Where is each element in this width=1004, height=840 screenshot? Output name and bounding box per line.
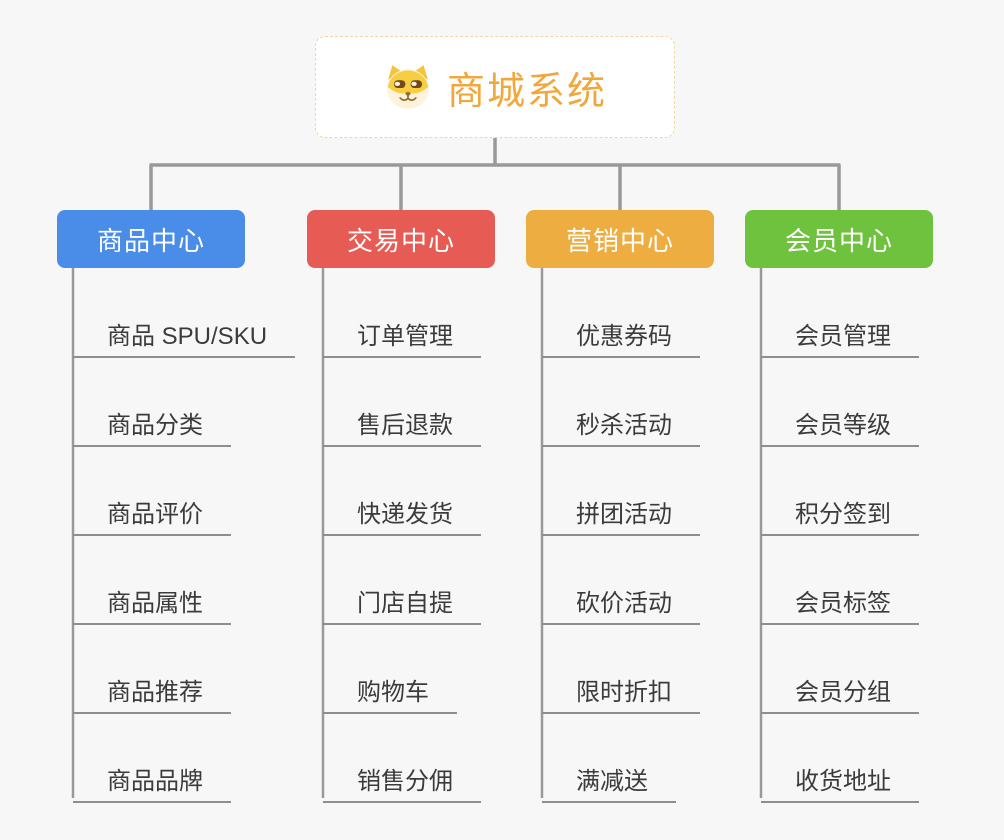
child-item[interactable]: 快递发货 [323,483,481,536]
child-item-label: 积分签到 [795,501,891,528]
child-item-label: 会员标签 [795,590,891,617]
child-item[interactable]: 会员分组 [761,661,919,714]
child-item[interactable]: 砍价活动 [542,572,700,625]
branch-label: 会员中心 [784,225,893,256]
child-item-label: 订单管理 [357,323,453,350]
child-item[interactable]: 售后退款 [323,394,481,447]
child-item[interactable]: 商品推荐 [73,661,231,714]
child-item[interactable]: 秒杀活动 [542,394,700,447]
child-item-label: 销售分佣 [357,768,453,795]
child-item-label: 秒杀活动 [576,412,672,439]
child-item-label: 收货地址 [795,768,891,795]
child-item-label: 会员管理 [795,323,891,350]
child-item[interactable]: 满减送 [542,750,676,803]
child-item-label: 砍价活动 [576,590,672,617]
branch-label: 营销中心 [565,225,674,256]
child-item-label: 满减送 [576,768,648,795]
child-item[interactable]: 门店自提 [323,572,481,625]
child-item[interactable]: 会员等级 [761,394,919,447]
child-item[interactable]: 购物车 [323,661,457,714]
child-item[interactable]: 收货地址 [761,750,919,803]
root-node-mall-system[interactable]: 商城系统 [315,36,675,138]
child-item[interactable]: 优惠券码 [542,305,700,358]
child-item[interactable]: 商品评价 [73,483,231,536]
child-item-label: 商品评价 [107,501,203,528]
child-item-label: 快递发货 [357,501,453,528]
child-item[interactable]: 销售分佣 [323,750,481,803]
branch-header-2[interactable]: 营销中心 [526,210,714,268]
child-item-label: 限时折扣 [576,679,672,706]
branch-header-1[interactable]: 交易中心 [307,210,495,268]
child-item-label: 会员等级 [795,412,891,439]
child-item[interactable]: 商品 SPU/SKU [73,305,296,358]
child-item-label: 售后退款 [357,412,453,439]
branch-header-0[interactable]: 商品中心 [57,210,245,268]
child-item[interactable]: 商品属性 [73,572,231,625]
child-item-label: 拼团活动 [576,501,672,528]
child-item[interactable]: 拼团活动 [542,483,700,536]
child-item[interactable]: 会员管理 [761,305,919,358]
child-item-label: 商品属性 [107,590,203,617]
child-item-label: 会员分组 [795,679,891,706]
branch-header-3[interactable]: 会员中心 [745,210,933,268]
root-title: 商城系统 [446,70,607,113]
child-item[interactable]: 商品分类 [73,394,231,447]
child-item-label: 商品推荐 [107,679,203,706]
child-item[interactable]: 积分签到 [761,483,919,536]
child-item-label: 门店自提 [357,590,453,617]
child-item-label: 商品 SPU/SKU [107,323,268,350]
doge-face-icon [387,65,429,109]
child-item[interactable]: 限时折扣 [542,661,700,714]
child-item-label: 优惠券码 [576,323,672,350]
branch-label: 商品中心 [96,225,205,256]
child-item[interactable]: 会员标签 [761,572,919,625]
child-item[interactable]: 商品品牌 [73,750,231,803]
child-item-label: 商品品牌 [107,768,203,795]
child-item-label: 购物车 [357,679,429,706]
child-item-label: 商品分类 [107,412,203,439]
child-item[interactable]: 订单管理 [323,305,481,358]
branch-label: 交易中心 [346,225,455,256]
